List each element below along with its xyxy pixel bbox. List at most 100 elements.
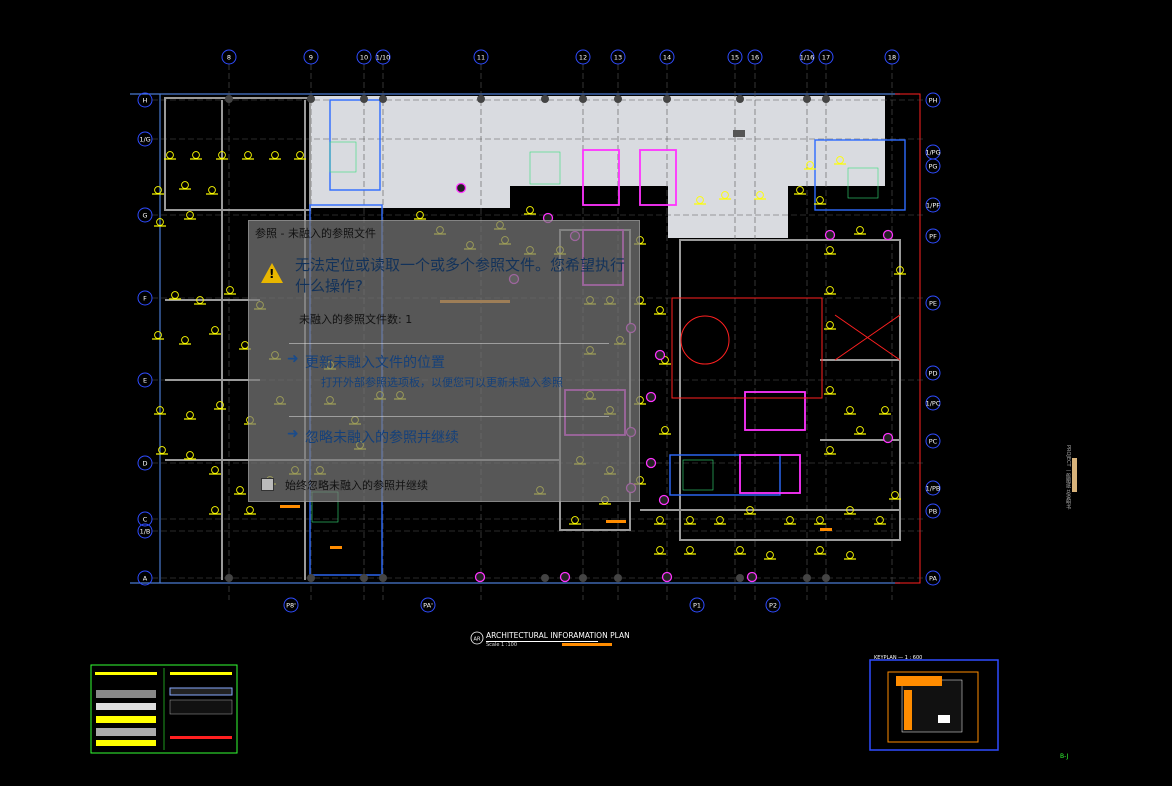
grid-bubbles-left[interactable]: H 1/G G F E D C1/B A	[137, 92, 153, 586]
grid-bubble-row-right[interactable]: PE	[925, 295, 941, 311]
grid-bubble-bottom-label: P2	[769, 602, 777, 610]
column	[307, 95, 315, 103]
grid-bubble-bottom[interactable]: P1	[689, 597, 705, 613]
unresolved-reference-dialog[interactable]: 参照 - 未融入的参照文件 ! 无法定位或读取一个或多个参照文件。您希望执行什么…	[248, 220, 640, 502]
grid-bubble-row-right[interactable]: PA	[925, 570, 941, 586]
grid-bubble-row[interactable]: G	[137, 207, 153, 223]
grid-bubble-row-label: 1/G	[139, 136, 150, 144]
column	[822, 95, 830, 103]
dialog-heading: 无法定位或读取一个或多个参照文件。您希望执行什么操作?	[295, 256, 626, 295]
grid-bubble-row-right[interactable]: 1/PC	[925, 395, 941, 411]
column	[736, 95, 744, 103]
column	[541, 95, 549, 103]
grid-bubble-bottom-label: P1	[693, 602, 701, 610]
grid-bubble-column-label: 15	[731, 54, 739, 62]
ignore-and-continue-option[interactable]: 忽略未融入的参照并继续	[305, 430, 459, 446]
column-marker	[882, 229, 894, 241]
door-tag	[211, 466, 219, 474]
grid-bubble-row-right[interactable]: 1/PF	[925, 197, 941, 213]
grid-bubble-column[interactable]: 16	[747, 49, 763, 65]
grid-bubble-row[interactable]: A	[137, 570, 153, 586]
warning-icon: !	[261, 263, 283, 283]
door-tag	[876, 516, 884, 524]
grid-bubble-row-label: H	[143, 97, 148, 105]
door-tag	[736, 546, 744, 554]
door-tag	[786, 516, 794, 524]
door-tag	[716, 516, 724, 524]
grid-bubble-bottom[interactable]: PA'	[420, 597, 436, 613]
door-tag	[656, 546, 664, 554]
divider	[289, 416, 609, 417]
grid-bubble-row-right[interactable]: PC	[925, 433, 941, 449]
door-tag	[186, 411, 194, 419]
door-tag	[271, 151, 279, 159]
grid-bubble-column[interactable]: 15	[727, 49, 743, 65]
grid-bubble-row-right-label: PE	[929, 300, 937, 308]
grid-bubble-column[interactable]: 8	[221, 49, 237, 65]
column-marker	[746, 571, 758, 583]
column-marker	[882, 432, 894, 444]
grid-bubble-column[interactable]: 18	[884, 49, 900, 65]
grid-bubble-row-label: C	[143, 516, 148, 524]
grid-bubble-column-label: 12	[579, 54, 587, 62]
grid-bubble-row-label: G	[142, 212, 147, 220]
door-tag	[246, 506, 254, 514]
column	[379, 574, 387, 582]
grid-bubble-row-right[interactable]: 1/PB	[925, 480, 941, 496]
grid-bubble-row[interactable]: F	[137, 290, 153, 306]
column	[579, 574, 587, 582]
grid-bubble-row-right[interactable]: PF	[925, 228, 941, 244]
grid-bubble-column[interactable]: 14	[659, 49, 675, 65]
upper-hatched-zone	[310, 96, 885, 238]
door-tag	[236, 486, 244, 494]
grid-bubble-row-right[interactable]: PB	[925, 503, 941, 519]
grid-bubble-column[interactable]: 17	[818, 49, 834, 65]
grid-bubble-bottom-label: P8'	[286, 602, 296, 610]
grid-bubble-column[interactable]: 12	[575, 49, 591, 65]
plan-tag-text: AR	[474, 637, 481, 643]
grid-bubble-row-right[interactable]: 1/PG	[925, 144, 941, 160]
door-tag	[891, 491, 899, 499]
door-tag	[826, 386, 834, 394]
grid-bubble-row-right-label: 1/PF	[926, 202, 940, 210]
column-marker	[645, 391, 657, 403]
door-tag	[186, 451, 194, 459]
update-location-option[interactable]: 更新未融入文件的位置	[305, 355, 445, 371]
grid-bubble-column[interactable]: 1/10	[375, 49, 391, 65]
grid-bubble-column[interactable]: 10	[356, 49, 372, 65]
grid-bubble-row[interactable]: E	[137, 372, 153, 388]
door-tag	[192, 151, 200, 159]
grid-bubble-column-label: 1/16	[800, 54, 815, 62]
sheet-number: B-J	[1060, 753, 1069, 760]
grid-bubble-row[interactable]: D	[137, 455, 153, 471]
grid-bubble-column[interactable]: 13	[610, 49, 626, 65]
grid-bubble-column[interactable]: 11	[473, 49, 489, 65]
column	[360, 574, 368, 582]
grid-bubble-row[interactable]: 1/G	[137, 131, 153, 147]
grid-bubble-column[interactable]: 9	[303, 49, 319, 65]
door-tag	[181, 336, 189, 344]
column	[614, 574, 622, 582]
grid-bubble-row-right[interactable]: PD	[925, 365, 941, 381]
column-marker	[824, 229, 836, 241]
door-tag	[296, 151, 304, 159]
column	[803, 574, 811, 582]
grid-bubble-bottom[interactable]: P8'	[283, 597, 299, 613]
door-tag	[816, 516, 824, 524]
grid-bubble-row[interactable]: C	[137, 511, 153, 527]
grid-bubble-row[interactable]: 1/B	[137, 523, 153, 539]
grid-bubble-row-right-label: PA	[929, 575, 938, 583]
red-boundary	[895, 93, 921, 584]
grid-bubble-bottom[interactable]: P2	[765, 597, 781, 613]
grid-bubbles-bottom[interactable]: P8' PA' P1 P2	[283, 597, 781, 613]
grid-bubble-column[interactable]: 1/16	[799, 49, 815, 65]
door-tag	[181, 181, 189, 189]
always-ignore-checkbox[interactable]	[261, 478, 274, 491]
grid-bubble-row-right[interactable]: PG	[925, 158, 941, 174]
legend-box	[90, 664, 238, 754]
grid-bubble-row-right[interactable]: PH	[925, 92, 941, 108]
grid-bubble-row[interactable]: H	[137, 92, 153, 108]
